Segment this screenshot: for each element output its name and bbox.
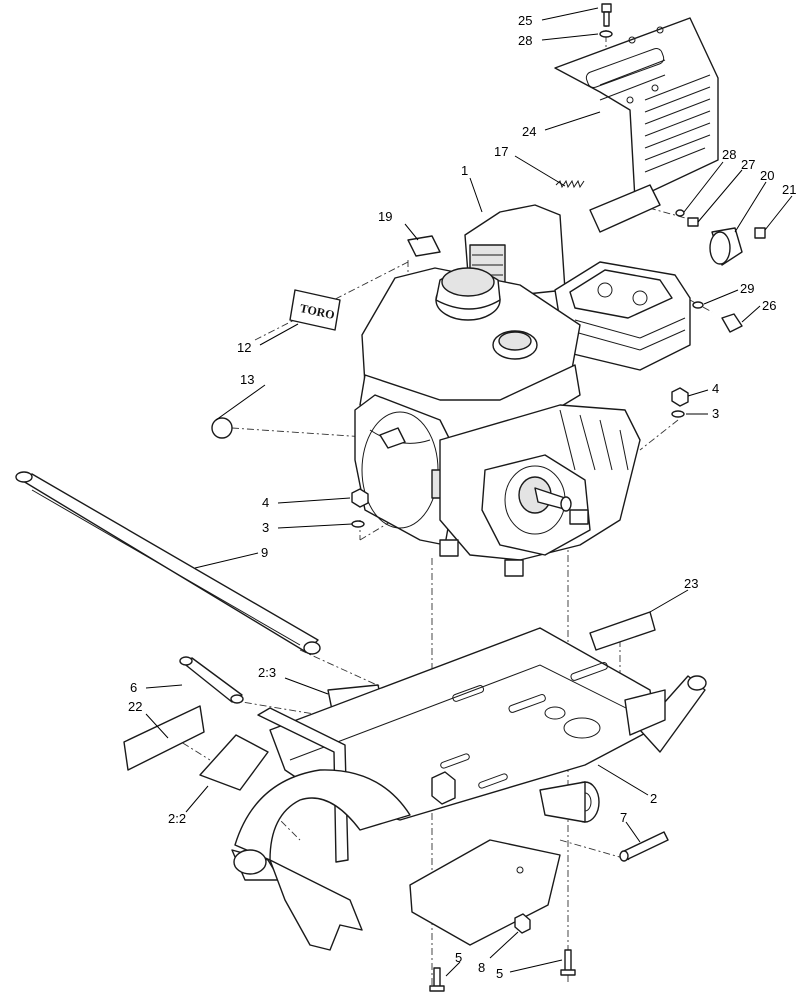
callout-2-3: 2:3 xyxy=(258,665,276,680)
callout-19: 19 xyxy=(378,209,392,224)
frame-deck xyxy=(257,627,707,863)
bottom-hardware xyxy=(429,913,576,992)
handle-tube xyxy=(15,471,321,655)
callout-labels: 25 28 24 17 1 28 27 20 21 19 29 26 12 13… xyxy=(128,13,796,981)
engine-mount-hardware xyxy=(351,387,689,528)
engine xyxy=(354,204,691,577)
callout-20: 20 xyxy=(760,168,774,183)
callout-2: 2 xyxy=(650,791,657,806)
callout-27: 27 xyxy=(741,157,755,172)
callout-29: 29 xyxy=(740,281,754,296)
callout-2-2: 2:2 xyxy=(168,811,186,826)
decal-23 xyxy=(589,611,656,651)
muffler-fasteners xyxy=(692,301,743,333)
spring xyxy=(555,179,585,189)
callout-25: 25 xyxy=(518,13,532,28)
callout-9: 9 xyxy=(261,545,268,560)
bottom-plate xyxy=(409,839,561,946)
callout-4: 4 xyxy=(712,381,719,396)
shield-bolt xyxy=(599,3,613,38)
callout-leaders xyxy=(145,7,793,977)
callout-17: 17 xyxy=(494,144,508,159)
callout-3: 3 xyxy=(262,520,269,535)
callout-23: 23 xyxy=(684,576,698,591)
decal-19 xyxy=(407,235,441,257)
callout-7: 7 xyxy=(620,810,627,825)
callout-13: 13 xyxy=(240,372,254,387)
pin-7 xyxy=(619,831,669,862)
callout-28: 28 xyxy=(722,147,736,162)
guard-fasteners xyxy=(675,209,699,227)
pin-tube xyxy=(179,656,244,704)
callout-28: 28 xyxy=(518,33,532,48)
callout-4: 4 xyxy=(262,495,269,510)
callout-21: 21 xyxy=(782,182,796,197)
blade-guard xyxy=(231,769,411,951)
callout-5: 5 xyxy=(455,950,462,965)
callout-24: 24 xyxy=(522,124,536,139)
callout-3: 3 xyxy=(712,406,719,421)
decal-22 xyxy=(123,705,205,771)
callout-26: 26 xyxy=(762,298,776,313)
callout-1: 1 xyxy=(461,163,468,178)
logo-decal: TORO xyxy=(289,289,341,331)
decal-2-2 xyxy=(199,734,269,791)
heat-shield xyxy=(554,17,719,233)
callout-12: 12 xyxy=(237,340,251,355)
callout-5: 5 xyxy=(496,966,503,981)
callout-8: 8 xyxy=(478,960,485,975)
exhaust-deflector xyxy=(709,227,766,266)
plug xyxy=(211,417,233,439)
callout-6: 6 xyxy=(130,680,137,695)
callout-22: 22 xyxy=(128,699,142,714)
